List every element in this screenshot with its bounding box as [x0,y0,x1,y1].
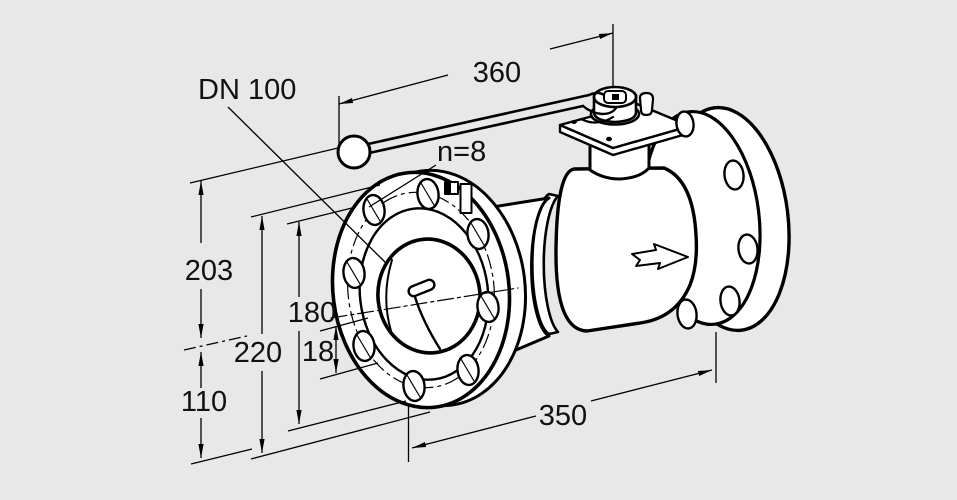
front-flange-bolt-holes [342,177,500,403]
dim-18-label: 18 [302,336,334,368]
dim-handle-length [338,24,614,146]
dim-220-label: 220 [234,337,282,369]
dim-bolt-hole [319,317,379,380]
dim-203-label: 203 [185,255,233,287]
dimension-labels: DN 100 n=8 360 203 220 110 180 18 350 [181,57,587,432]
dim-face-to-face [407,332,717,462]
valve-assembly [330,85,791,410]
handle-ball [336,134,372,170]
bolt-circle-centerline [346,191,496,389]
bolt-hole [402,369,426,403]
dim-110-label: 110 [181,386,227,418]
bolt-hole [476,290,500,324]
ball-port-slot [407,278,436,298]
valve-body [554,166,699,333]
dim-bolt-circle [286,206,407,432]
raised-face [358,207,490,381]
ball-edge [413,295,442,351]
nominal-diameter-label: DN 100 [198,74,296,106]
flow-direction-arrow-icon [631,243,689,270]
flange-bore [376,237,482,355]
right-flange-bolt-holes [676,159,759,330]
stem-head [589,85,655,126]
bolt-hole [362,193,386,227]
bolt-count-leader-line [368,164,437,208]
dim-180-label: 180 [288,297,336,329]
bolt-hole [466,217,490,251]
dim-heights [183,147,339,465]
handle-lever [336,91,618,170]
right-flange [642,105,791,333]
stem-side-bolt [638,91,655,117]
flange-axis-centerline [330,287,519,319]
bolt-hole [456,353,480,387]
dimension-lines [183,24,717,465]
bolt-hole [352,329,376,363]
pipe-centerline [183,335,248,351]
dim-flange-od [250,184,431,460]
bolt-count-label: n=8 [437,136,486,168]
dn-leader-line [227,106,388,265]
bolt-hole [416,177,440,211]
stop-bracket [444,181,473,214]
plate-corner-hole [675,110,695,138]
dim-360-label: 360 [473,57,521,89]
bolt-hole [342,256,366,290]
dim-350-label: 350 [539,400,587,432]
